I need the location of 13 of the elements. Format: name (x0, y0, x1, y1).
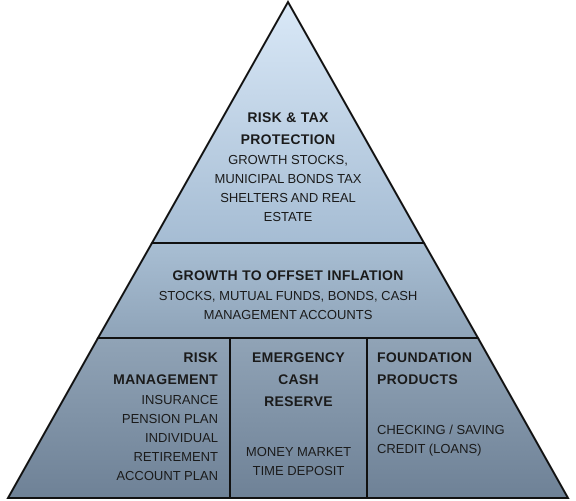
tier-description: CHECKING / SAVING CREDIT (LOANS) (377, 421, 506, 458)
tier-heading: RISK & TAX PROTECTION (240, 108, 336, 149)
tier-heading: FOUNDATION PRODUCTS (377, 348, 474, 389)
tier-heading: GROWTH TO OFFSET INFLATION (171, 266, 405, 285)
tier-description: STOCKS, MUTUAL FUNDS, BONDS, CASH MANAGEMENT ACCOUNTS (158, 287, 418, 324)
tier-description: INSURANCE (140, 391, 218, 409)
tier-description: GROWTH STOCKS, MUNICIPAL BONDS TAX SHELTERS AND REAL ESTATE (214, 151, 362, 226)
tier-description: TIME DEPOSIT (252, 462, 346, 480)
tier-description: INDIVIDUAL RETIREMENT ACCOUNT PLAN (115, 429, 218, 485)
tier-heading: EMERGENCY CASH RESERVE (251, 348, 346, 411)
tier-description: PENSION PLAN (120, 410, 218, 428)
tier-description: MONEY MARKET (244, 443, 352, 461)
tier-heading: RISK MANAGEMENT (112, 348, 218, 389)
